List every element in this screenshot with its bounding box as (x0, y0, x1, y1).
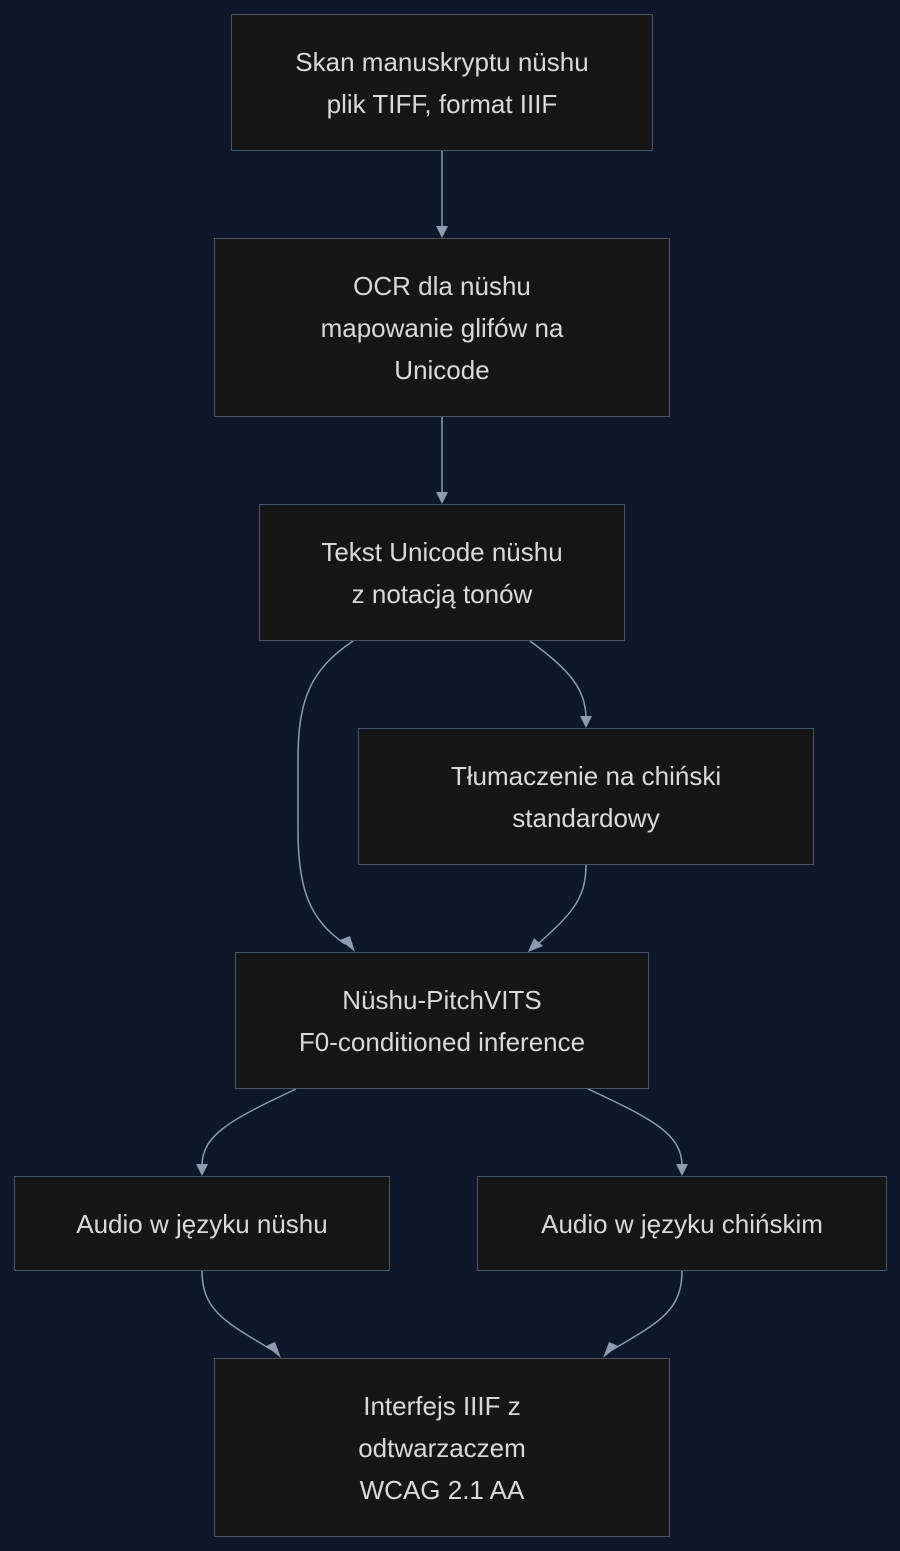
node-label-line: plik TIFF, format IIIF (326, 88, 558, 119)
node-iiif-interface[interactable]: Interfejs IIIF z odtwarzaczem WCAG 2.1 A… (214, 1358, 670, 1537)
arrowhead-translate-to-vits (528, 938, 543, 952)
node-label-line: Nüshu-PitchVITS (342, 984, 542, 1015)
node-label-line: mapowanie glifów na (320, 312, 564, 343)
node-unicode-text[interactable]: Tekst Unicode nüshu z notacją tonów (259, 504, 625, 641)
arrowhead-unicode-to-translate (580, 716, 592, 728)
node-label-line: odtwarzaczem (358, 1432, 526, 1463)
node-label-line: OCR dla nüshu (353, 270, 531, 301)
arrowhead-unicode-to-vits (340, 936, 355, 952)
node-label-line: standardowy (512, 802, 660, 833)
node-label-line: F0-conditioned inference (298, 1026, 586, 1057)
arrowhead-audio-nushu-to-iiif (266, 1342, 281, 1358)
node-translation[interactable]: Tłumaczenie na chiński standardowy (358, 728, 814, 865)
node-label-line: Skan manuskryptu nüshu (295, 46, 589, 77)
edge-audio-chinese-to-iiif (611, 1270, 683, 1351)
node-label-line: Interfejs IIIF z (363, 1390, 521, 1421)
node-label-line: Unicode (394, 354, 490, 385)
node-label-line: Audio w języku chińskim (541, 1208, 823, 1239)
edge-unicode-to-translate (529, 640, 587, 719)
node-label-line: WCAG 2.1 AA (359, 1474, 525, 1505)
arrowhead-audio-chinese-to-iiif (603, 1342, 618, 1358)
node-manuscript-scan[interactable]: Skan manuskryptu nüshu plik TIFF, format… (231, 14, 653, 151)
edge-audio-nushu-to-iiif (201, 1270, 273, 1351)
node-label-line: Tekst Unicode nüshu (321, 536, 563, 567)
node-audio-chinese[interactable]: Audio w języku chińskim (477, 1176, 887, 1271)
node-pitchvits[interactable]: Nüshu-PitchVITS F0-conditioned inference (235, 952, 649, 1089)
arrowhead-ocr-to-unicode (436, 492, 448, 504)
node-label-line: Audio w języku nüshu (76, 1208, 328, 1239)
edge-vits-to-audio-nushu (201, 1088, 297, 1167)
arrowhead-vits-to-audio-chinese (676, 1164, 688, 1176)
edge-translate-to-vits (537, 864, 587, 945)
node-audio-nushu[interactable]: Audio w języku nüshu (14, 1176, 390, 1271)
arrowhead-scan-to-ocr (436, 226, 448, 238)
edge-unicode-to-vits (297, 640, 354, 945)
node-label-line: z notacją tonów (351, 578, 533, 609)
edge-vits-to-audio-chinese (587, 1088, 683, 1167)
arrowhead-vits-to-audio-nushu (196, 1164, 208, 1176)
node-ocr[interactable]: OCR dla nüshu mapowanie glifów na Unicod… (214, 238, 670, 417)
node-label-line: Tłumaczenie na chiński (450, 760, 722, 791)
